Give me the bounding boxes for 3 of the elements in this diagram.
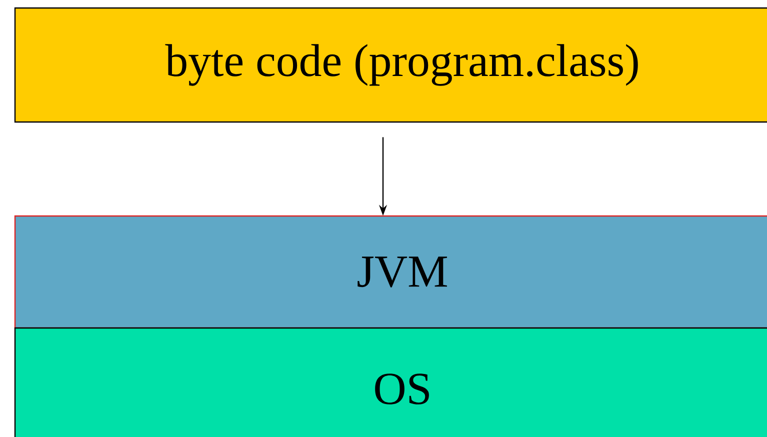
layer-box: JVM: [14, 215, 767, 329]
layer-box: OS: [14, 327, 767, 437]
layer-box: byte code (program.class): [14, 7, 767, 123]
